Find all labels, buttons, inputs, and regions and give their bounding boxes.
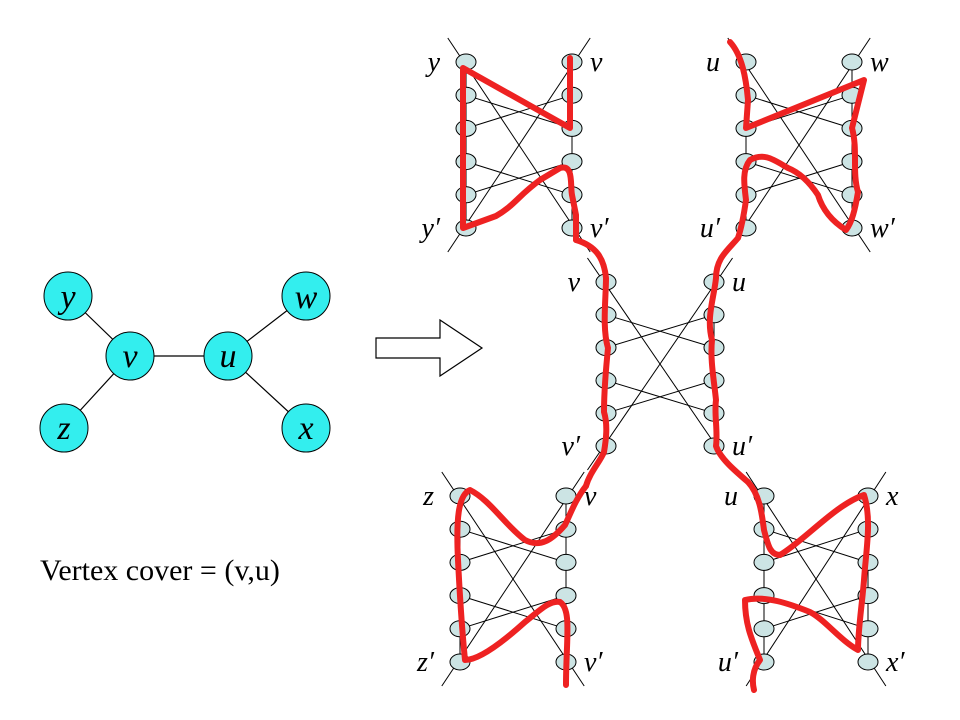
cover-path-v-u-left (573, 237, 611, 489)
gadget-corner-label: x′ (885, 647, 905, 678)
gadget-corner-label: x (885, 481, 899, 512)
gadget-cross-edge (605, 379, 715, 414)
gadget-node (555, 553, 577, 571)
gadget-corner-label: v′ (590, 213, 609, 244)
gadget-diagonal (587, 257, 733, 471)
gadget-corner-label: v′ (584, 647, 603, 678)
graph-node-x: x (281, 403, 331, 453)
gadget-diagonal (745, 471, 887, 687)
graph-node-y: y (43, 271, 93, 321)
gadget-corner-label: w′ (870, 213, 896, 244)
gadget-diagonal (447, 37, 591, 253)
gadget-y-v: y v y′ v′ (418, 37, 609, 253)
gadget-corner-label: v (568, 267, 581, 298)
gadget-diagonal (727, 37, 871, 253)
gadget-corner-label: y (425, 47, 441, 78)
gadget-cross-edge (605, 314, 715, 349)
graph-node-label: v (122, 338, 138, 375)
gadget-corner-label: v′ (561, 431, 580, 462)
graph-node-v: v (105, 331, 155, 381)
gadget-corner-label: w (870, 47, 889, 78)
gadget-corner-label: z′ (416, 647, 435, 678)
cover-path-v-u-right (706, 39, 867, 485)
gadget-v-u: v u v′ u′ (561, 257, 753, 471)
cover-path-layer (454, 39, 872, 693)
cover-path-u-x (742, 479, 872, 693)
cover-path-z-v (454, 483, 589, 688)
gadget-corner-label: z (422, 481, 434, 512)
gadget-u-x: u x u′ x′ (718, 471, 905, 687)
graph-node-label: x (297, 410, 313, 447)
gadget-corner-label: u (732, 267, 746, 298)
graph-node-label: z (56, 410, 70, 447)
input-graph: y w v u z x (39, 271, 331, 453)
transform-arrow-icon (375, 318, 484, 378)
gadget-node (857, 653, 879, 671)
gadget-node (753, 620, 775, 638)
graph-node-w: w (281, 271, 331, 321)
vertex-cover-caption: Vertex cover = (v,u) (40, 554, 280, 587)
graph-node-z: z (39, 403, 89, 453)
cover-path-y-v-upper (460, 55, 579, 243)
gadget-node (841, 53, 863, 71)
gadget-corner-label: v (590, 47, 603, 78)
gadget-cross-edge (465, 161, 573, 196)
gadget-u-w: u w u′ w′ (700, 37, 896, 253)
gadget-corner-label: u′ (718, 647, 739, 678)
gadget-corner-label: u′ (700, 213, 721, 244)
gadget-corner-label: y′ (418, 213, 440, 244)
graph-node-u: u (203, 331, 253, 381)
gadget-cross-edge (465, 94, 573, 129)
gadget-corner-label: u (724, 481, 738, 512)
gadget-node (753, 553, 775, 571)
gadget-cross-edge (459, 528, 567, 563)
graph-node-label: w (295, 279, 318, 316)
graph-node-label: u (220, 338, 237, 375)
gadget-corner-label: u (706, 47, 720, 78)
graph-node-label: y (57, 279, 76, 316)
gadget-cross-edge (745, 161, 853, 196)
gadget-cross-edge (763, 595, 869, 630)
gadget-corner-label: u′ (732, 431, 753, 462)
